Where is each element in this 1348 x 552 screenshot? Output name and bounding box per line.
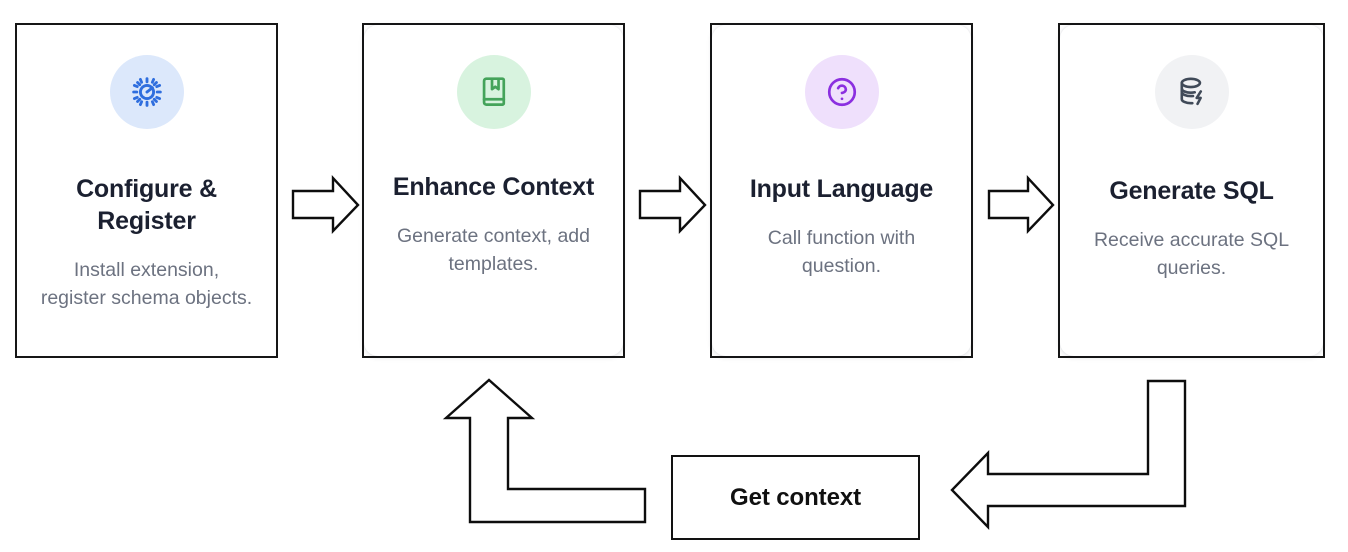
gear-icon — [131, 77, 162, 107]
step-card-generate-sql[interactable]: Generate SQL Receive accurate SQL querie… — [1058, 23, 1325, 358]
get-context-box[interactable]: Get context — [671, 455, 920, 540]
arrow-step2-to-step3 — [638, 174, 707, 234]
database-bolt-icon — [1179, 77, 1202, 106]
step-card-title: Enhance Context — [392, 173, 595, 201]
arrow-generate-sql-to-get-context — [950, 379, 1187, 530]
arrow-step3-to-step4 — [987, 174, 1055, 234]
question-circle-icon-badge — [804, 55, 879, 129]
step-card-description: Call function with question. — [767, 227, 916, 277]
question-circle-icon — [827, 77, 856, 107]
book-bookmark-icon — [482, 77, 505, 106]
step-card-surface: Input Language Call function with questi… — [712, 25, 971, 356]
step-card-title: Generate SQL — [1109, 177, 1274, 205]
step-card-description: Generate context, add templates. — [397, 225, 590, 275]
step-card-description: Receive accurate SQL queries. — [1093, 229, 1290, 279]
arrow-step1-to-step2 — [291, 174, 360, 234]
step-card-title: Input Language — [749, 175, 934, 203]
book-bookmark-icon-badge — [456, 55, 531, 129]
gear-icon-badge — [109, 55, 184, 129]
step-card-enhance-context[interactable]: Enhance Context Generate context, add te… — [362, 23, 625, 358]
step-card-surface: Configure & Register Install extension, … — [17, 25, 276, 356]
step-card-surface: Generate SQL Receive accurate SQL querie… — [1060, 25, 1323, 356]
step-card-title: Configure & Register — [76, 175, 217, 235]
step-card-configure-register[interactable]: Configure & Register Install extension, … — [15, 23, 278, 358]
step-card-input-language[interactable]: Input Language Call function with questi… — [710, 23, 973, 358]
step-card-description: Install extension, register schema objec… — [40, 259, 253, 309]
step-card-surface: Enhance Context Generate context, add te… — [364, 25, 623, 356]
arrow-get-context-to-enhance-context — [442, 378, 647, 524]
database-bolt-icon-badge — [1154, 55, 1229, 129]
get-context-label: Get context — [730, 483, 861, 511]
